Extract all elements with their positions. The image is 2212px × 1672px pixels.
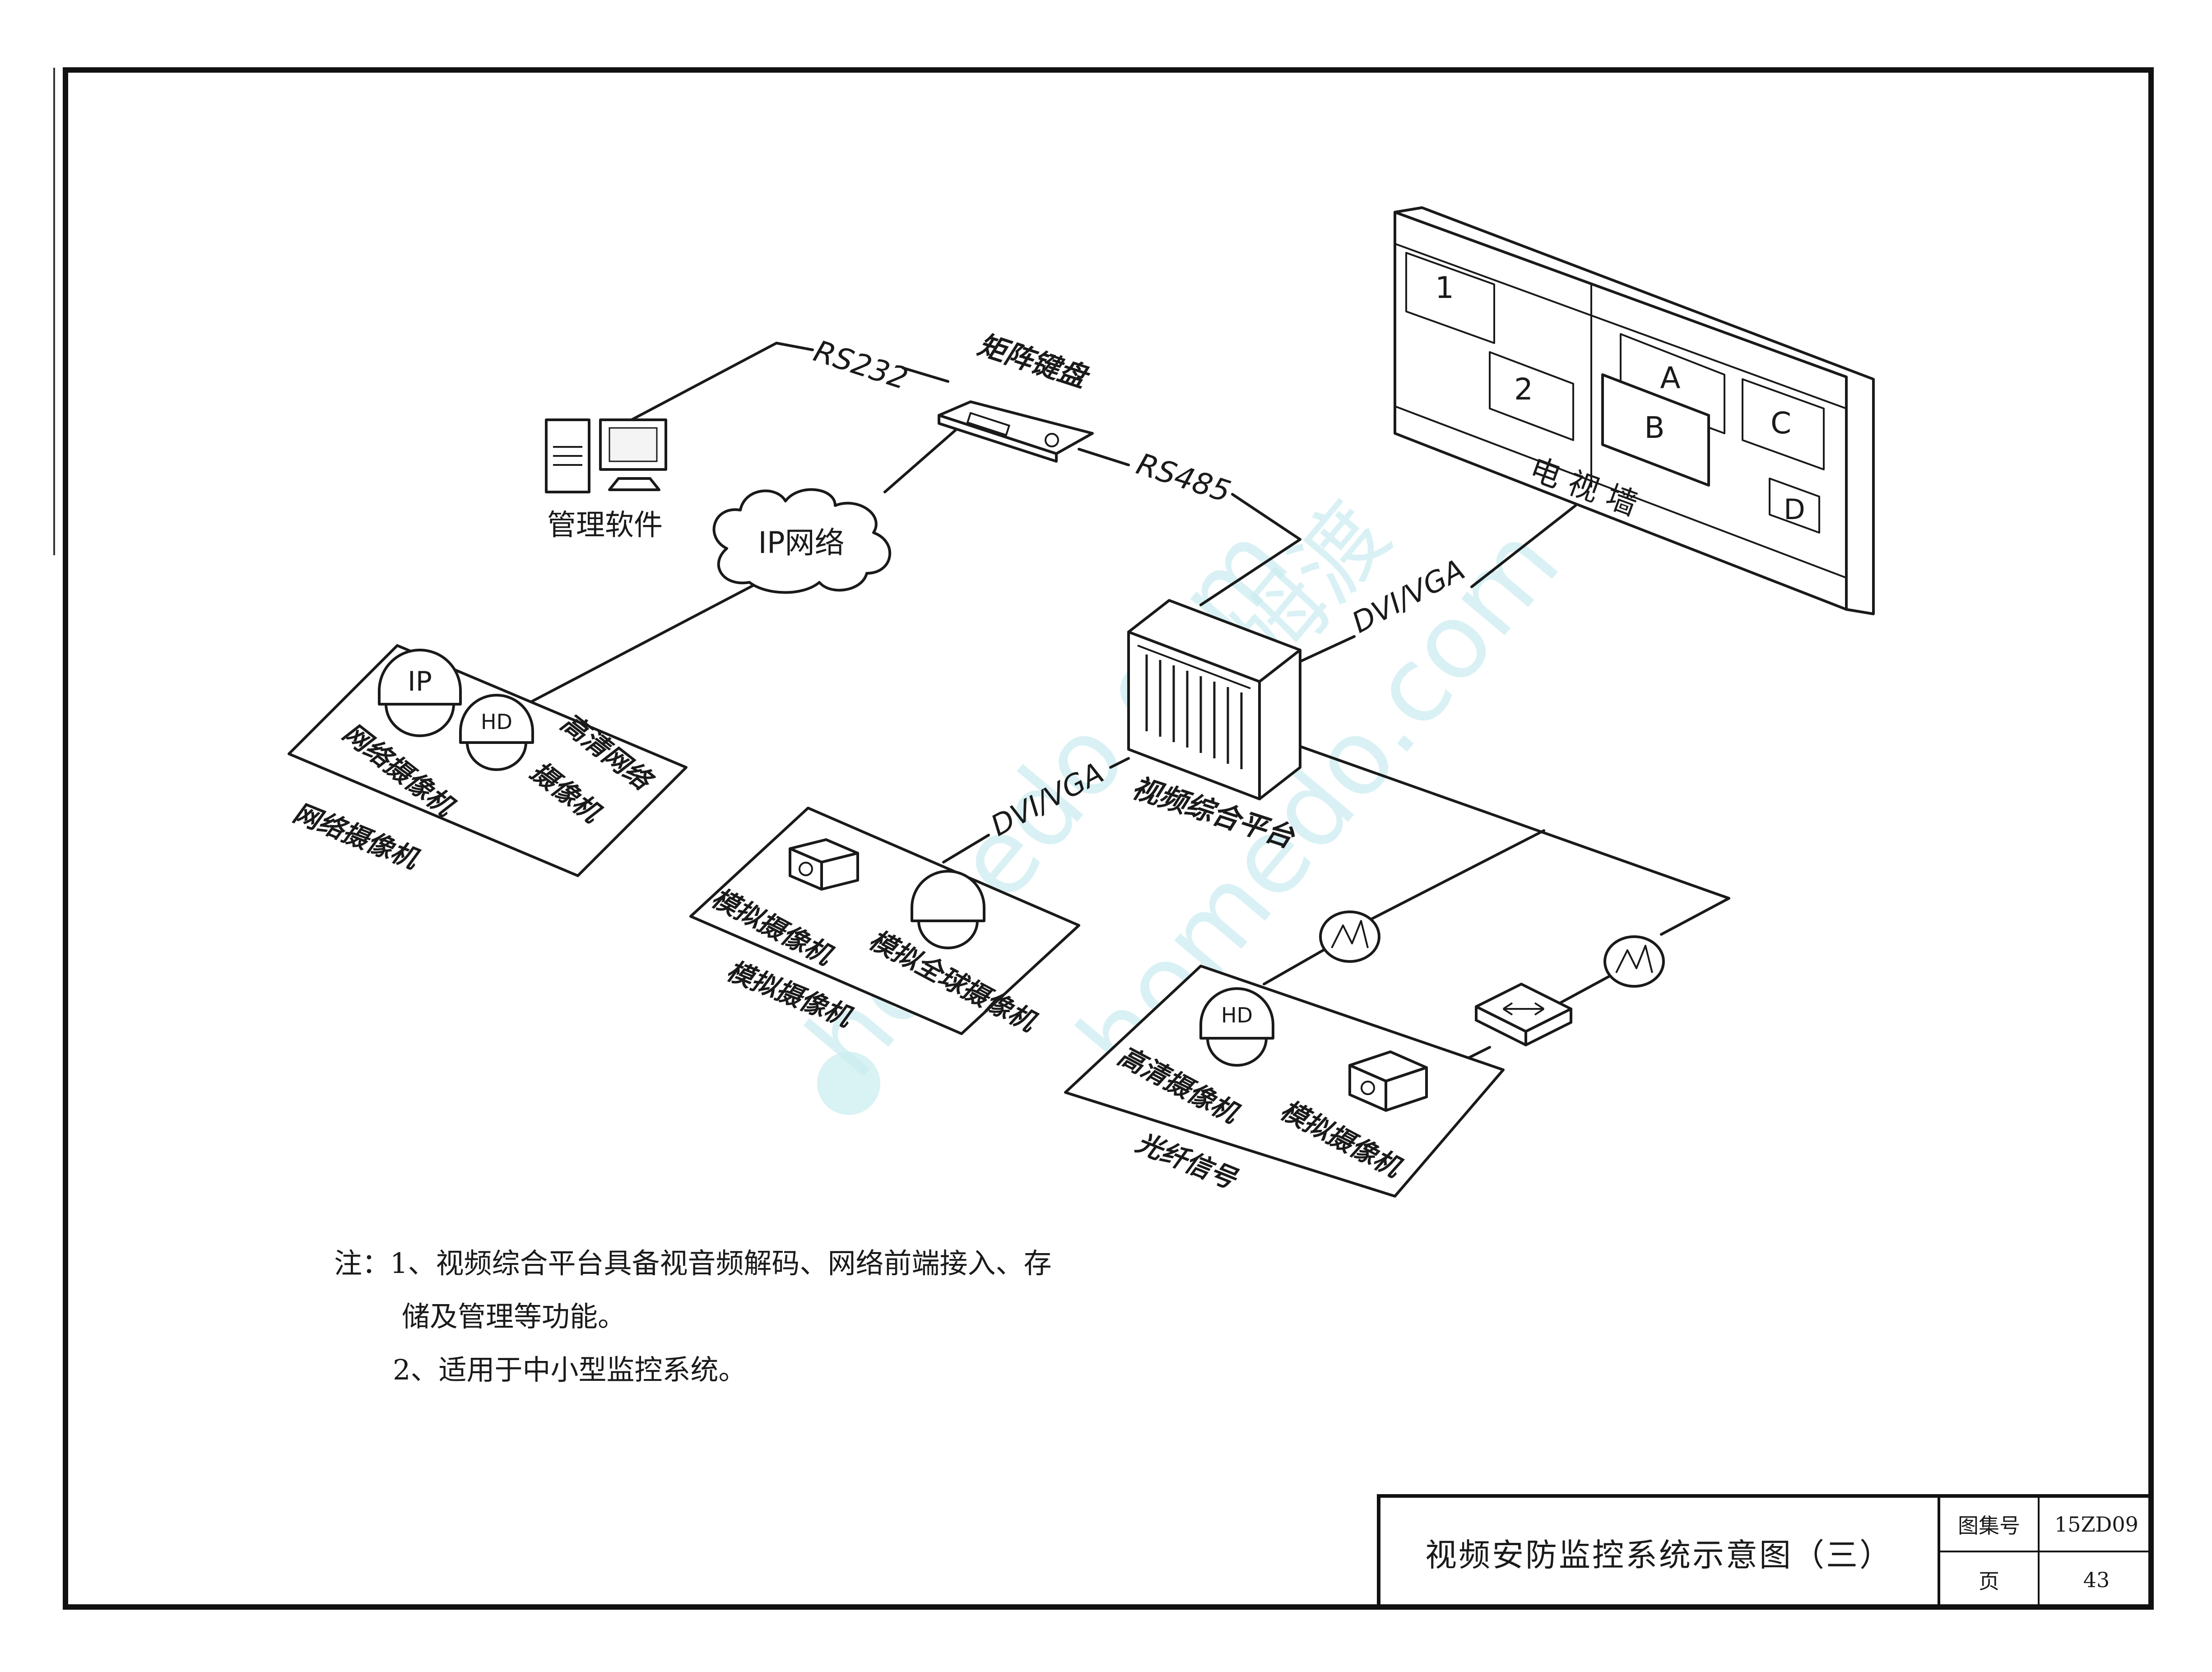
note-line-2: 储及管理等功能。: [402, 1300, 626, 1333]
screen-c: [1742, 378, 1825, 470]
platform-fiber-line: [1294, 743, 1730, 936]
fiber-branch-a-low: [1263, 947, 1329, 985]
platform-analog-line-a: [1109, 757, 1130, 769]
screen-c-label: C: [1771, 406, 1791, 441]
page-label: 页: [1940, 1552, 2040, 1607]
keyboard-ip-line: [883, 427, 958, 493]
network-camera-group: IP HD 网络摄像机 高清网络 摄像机 网络摄像机: [288, 644, 688, 877]
ip-dome-camera-icon: [378, 649, 462, 706]
watermark-logo-icon: [817, 1052, 880, 1115]
hd-network-dome-icon: [459, 694, 534, 744]
drawing-frame: [63, 67, 2154, 1610]
hd-badge-fiber: HD: [1221, 1003, 1253, 1027]
rs485-line-right: [1199, 493, 1301, 606]
screen-1-label: 1: [1435, 270, 1454, 305]
drawing-title: 视频安防监控系统示意图（三）: [1380, 1498, 1940, 1607]
rs485-line-left: [1078, 448, 1130, 466]
analog-camera-platform: [689, 807, 1080, 1035]
rs232-line-right: [902, 367, 949, 383]
tv-wall: 1 2 A B C D 电 视 墙: [1394, 206, 1875, 615]
rs232-line-left: [622, 342, 814, 426]
atlas-number-label: 图集号: [1940, 1498, 2040, 1552]
platform-analog-line-b: [942, 834, 990, 864]
fiber-camera-group: HD 高清摄像机 模拟摄像机 光纤信号: [1064, 965, 1505, 1198]
bidirectional-arrow-icon: [1502, 1002, 1545, 1016]
platform-tvwall-line-a: [1294, 635, 1356, 665]
note-line-3: 2、适用于中小型监控系统。: [393, 1353, 747, 1386]
title-block: 视频安防监控系统示意图（三） 图集号 15ZD09 页 43: [1377, 1494, 2153, 1607]
fiber-devices: [1319, 910, 1665, 1046]
ip-network-label: IP网络: [758, 525, 844, 560]
screen-a: [1620, 333, 1725, 434]
screen-1: [1405, 252, 1495, 344]
matrix-keyboard-label: 矩阵键盘: [974, 328, 1094, 395]
ip-badge: IP: [408, 666, 432, 697]
atlas-number-value: 15ZD09: [2040, 1498, 2153, 1552]
note-line-1: 注：1、视频综合平台具备视音频解码、网络前端接入、存: [334, 1247, 1052, 1280]
fiber-camera-platform: [1064, 965, 1505, 1198]
screen-d: [1769, 478, 1820, 534]
management-pc: 管理软件: [545, 418, 667, 542]
hd-badge-network: HD: [481, 710, 512, 734]
platform-tvwall-line-b: [1470, 504, 1577, 588]
rs485-label: RS485: [1132, 446, 1235, 509]
hd-dome-camera-icon: [1199, 987, 1274, 1040]
screen-d-label: D: [1784, 493, 1805, 526]
fiber-branch-a: [1366, 829, 1545, 922]
analog-dome-camera-icon: [911, 870, 985, 922]
fiber-branch-b: [1556, 974, 1613, 1006]
ip-network-camera-line: [491, 572, 778, 724]
optical-transceiver-icon-a: [1319, 910, 1380, 963]
screen-b: [1601, 373, 1710, 487]
page-number: 43: [2083, 1567, 2110, 1592]
notes: 注：1、视频综合平台具备视音频解码、网络前端接入、存 储及管理等功能。 2、适用…: [334, 1237, 1056, 1397]
screen-2: [1489, 351, 1574, 441]
optical-transceiver-icon-b: [1603, 935, 1665, 988]
rs232-label: RS232: [809, 334, 912, 396]
connection-lines: [491, 342, 1730, 1067]
management-software-label: 管理软件: [547, 509, 663, 542]
ip-network-cloud: IP网络: [712, 488, 892, 594]
screen-b-label: B: [1644, 410, 1664, 445]
matrix-keyboard: 矩阵键盘: [938, 328, 1094, 463]
cloud-icon: [712, 488, 892, 594]
screen-a-label: A: [1660, 361, 1680, 395]
screen-2-label: 2: [1514, 372, 1533, 407]
network-group-label: 网络摄像机: [289, 797, 423, 875]
